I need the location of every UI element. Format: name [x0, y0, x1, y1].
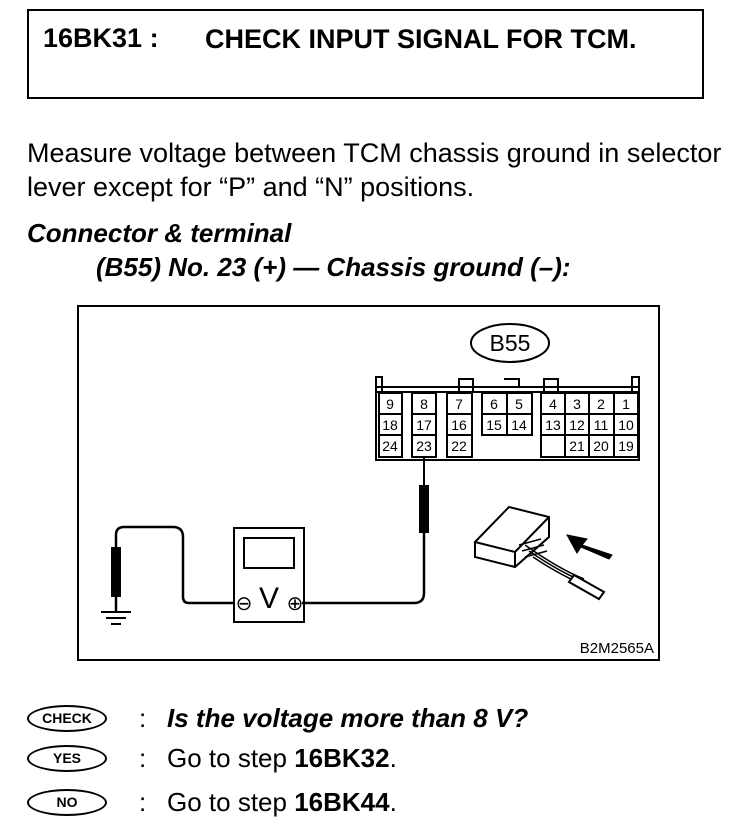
instruction-text: Measure voltage between TCM chassis grou… [27, 138, 722, 202]
pin-label-10: 10 [618, 417, 634, 433]
pin-label-24: 24 [382, 438, 398, 454]
connector-label-ellipse [470, 323, 550, 363]
no-step-link: 16BK44 [294, 786, 390, 817]
no-instruction: Go to step 16BK44. [167, 786, 397, 817]
voltmeter-positive: ⊕ [287, 593, 304, 615]
pin-label-18: 18 [382, 417, 398, 433]
pin-label-17: 17 [416, 417, 432, 433]
insertion-arrow-icon [566, 534, 613, 560]
voltmeter-symbol: V [259, 582, 279, 615]
yes-instruction: Go to step 16BK32. [167, 742, 397, 773]
wiring-diagram-svg: B55 [101, 323, 654, 657]
positive-probe [302, 457, 429, 605]
voltmeter-negative: ⊖ [236, 593, 253, 615]
pin-label-8: 8 [420, 396, 428, 412]
pin-label-19: 19 [618, 438, 634, 454]
pin-label-14: 14 [511, 417, 527, 433]
pin-label-1: 1 [622, 396, 630, 412]
pin-label-3: 3 [573, 396, 581, 412]
ground-lead [111, 525, 234, 612]
pin-label-11: 11 [594, 417, 609, 433]
pin-label-15: 15 [486, 417, 502, 433]
yes-row: YES : Go to step 16BK32. [27, 738, 397, 778]
pin-label-20: 20 [593, 438, 609, 454]
step-code: 16BK31 : [43, 23, 159, 53]
no-row: NO : Go to step 16BK44. [27, 782, 397, 822]
connector-terminal-heading: Connector & terminal [27, 218, 292, 248]
voltmeter [233, 527, 305, 623]
check-row: CHECK : Is the voltage more than 8 V? [27, 698, 528, 738]
pin-label-22: 22 [451, 438, 467, 454]
pin-label-7: 7 [455, 396, 463, 412]
step-title: CHECK INPUT SIGNAL FOR TCM. [205, 24, 637, 54]
pin-label-13: 13 [545, 417, 561, 433]
pin-label-12: 12 [569, 417, 585, 433]
pin-label-6: 6 [490, 396, 498, 412]
ground-icon [101, 611, 131, 625]
pin-label-16: 16 [451, 417, 467, 433]
figure-code: B2M2565A [580, 640, 654, 657]
connector-label: B55 [490, 330, 531, 356]
pin-label-23: 23 [416, 438, 432, 454]
pin-label-2: 2 [597, 396, 605, 412]
pin-label-9: 9 [386, 396, 394, 412]
check-badge: CHECK [27, 704, 107, 732]
pin-label-5: 5 [515, 396, 523, 412]
no-badge: NO [27, 788, 107, 816]
pin-label-4: 4 [549, 396, 557, 412]
yes-step-link: 16BK32 [294, 742, 390, 773]
b55-connector [375, 376, 640, 461]
step-header: 16BK31 : CHECK INPUT SIGNAL FOR TCM. [27, 9, 704, 99]
pin-label-21: 21 [569, 438, 585, 454]
connector-inset-icon [474, 505, 606, 601]
wiring-diagram: B55 [77, 305, 660, 661]
check-question: Is the voltage more than 8 V? [167, 702, 529, 733]
connector-terminal-detail: (B55) No. 23 (+) — Chassis ground (–): [96, 252, 571, 282]
yes-badge: YES [27, 744, 107, 772]
